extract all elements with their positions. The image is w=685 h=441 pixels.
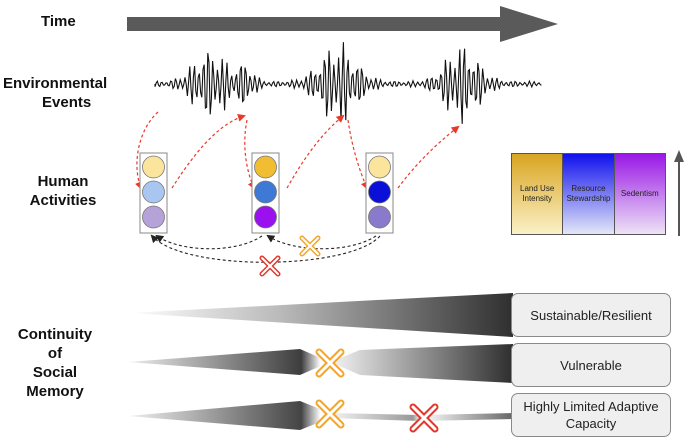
limited-orange-cross-icon xyxy=(315,399,345,429)
social-memory-label-line2: of xyxy=(47,345,63,362)
human-activities-label-line2: Activities xyxy=(29,192,97,209)
wedge-vulnerable xyxy=(128,344,513,383)
time-label: Time xyxy=(41,13,76,30)
outcome-sustainable-resilient: Sustainable/Resilient xyxy=(511,293,671,337)
activity-state-3 xyxy=(365,152,394,234)
legend-increase-arrow xyxy=(674,150,684,236)
vulnerable-orange-cross-icon xyxy=(315,348,345,378)
legend-resource-stewardship: Resource Stewardship xyxy=(563,154,615,234)
activity-state-2 xyxy=(251,152,280,234)
limited-red-cross-icon xyxy=(409,403,439,433)
state-2-sedentism xyxy=(254,205,277,229)
outcome-highly-limited: Highly Limited Adaptive Capacity xyxy=(511,393,671,437)
activity-state-1 xyxy=(139,152,168,234)
memory-arrow-3-to-2 xyxy=(266,234,377,250)
red-arrow-3 xyxy=(244,119,256,190)
red-arrow-2 xyxy=(171,113,246,189)
memory-orange-cross-icon xyxy=(299,235,321,257)
state-3-land-use xyxy=(368,155,391,179)
state-2-stewardship xyxy=(254,180,277,204)
red-arrow-6 xyxy=(397,125,460,189)
environmental-events-label-line2: Events xyxy=(42,94,92,111)
red-arrow-1 xyxy=(135,111,159,190)
environmental-events-label-line1: Environmental xyxy=(3,75,108,92)
social-memory-label-line3: Social xyxy=(32,364,78,381)
human-activities-label-line1: Human xyxy=(37,173,89,190)
red-arrow-5 xyxy=(347,119,369,190)
state-1-stewardship xyxy=(142,180,165,204)
memory-red-cross-icon xyxy=(259,255,281,277)
outcome-vulnerable: Vulnerable xyxy=(511,343,671,387)
state-1-sedentism xyxy=(142,205,165,229)
memory-arrow-2-to-1 xyxy=(155,234,263,250)
state-3-sedentism xyxy=(368,205,391,229)
social-memory-label-line1: Continuity xyxy=(17,326,93,343)
activity-legend: Land Use Intensity Resource Stewardship … xyxy=(511,153,666,235)
environmental-events-label: Environmental Events xyxy=(3,74,107,112)
state-1-land-use xyxy=(142,155,165,179)
memory-arrows xyxy=(150,234,381,263)
state-2-land-use xyxy=(254,155,277,179)
legend-land-use: Land Use Intensity xyxy=(512,154,564,234)
red-arrow-4 xyxy=(286,114,345,189)
environmental-events-wave xyxy=(154,42,542,124)
social-memory-label-line4: Memory xyxy=(26,383,84,400)
state-3-stewardship xyxy=(368,180,391,204)
wedge-limited xyxy=(128,401,513,430)
social-memory-label: Continuity of Social Memory xyxy=(10,325,100,401)
legend-sedentism: Sedentism xyxy=(614,154,665,234)
human-activities-label: Human Activities xyxy=(28,172,98,210)
wedge-sustainable xyxy=(128,293,513,337)
environment-activity-arrows xyxy=(135,111,460,190)
time-arrow xyxy=(127,6,558,42)
memory-arrow-3-to-1 xyxy=(150,234,381,263)
